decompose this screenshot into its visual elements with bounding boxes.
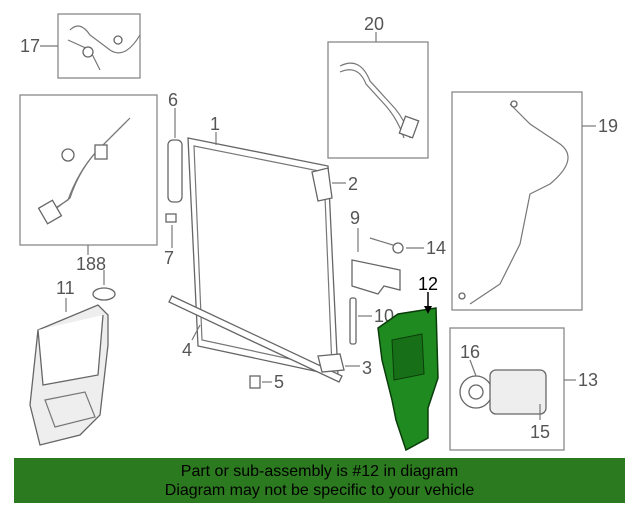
callout-16: 16 [460,342,480,362]
callout-7: 7 [164,248,174,268]
part-9-bracket [351,228,401,295]
callout-12: 12 [418,274,438,294]
callout-1: 1 [210,114,220,134]
callout-15: 15 [530,422,550,442]
callout-11: 11 [56,278,75,298]
part-11-air-guide [29,298,109,446]
part-17-hose [40,13,141,79]
part-18-hose [19,94,158,255]
callout-4: 4 [182,340,192,360]
part-12-air-guide-highlighted [377,292,439,452]
callout-18: 18 [76,254,96,274]
part-3-bracket [317,353,360,373]
callout-19: 19 [598,116,618,136]
callout-8: 8 [96,254,106,274]
callout-17: 17 [20,36,40,56]
parts-diagram: 17 18 8 11 6 7 1 [19,13,618,452]
callout-9: 9 [350,208,360,228]
part-10-seal [349,297,372,345]
callout-5: 5 [274,372,284,392]
banner-line-2: Diagram may not be specific to your vehi… [164,482,475,499]
callout-2: 2 [348,174,358,194]
callout-13: 13 [578,370,598,390]
callout-14: 14 [426,238,446,258]
part-4-seal [168,295,343,383]
part-20-hose [327,32,429,159]
part-8-clamp [92,270,116,301]
part-5-grommet [249,375,272,389]
callout-6: 6 [168,90,178,110]
info-banner: Part or sub-assembly is #12 in diagram D… [14,458,625,503]
part-2-bracket [311,167,346,202]
part-6-receiver-drier [165,108,183,248]
part-13-compressor [449,327,576,451]
banner-line-1: Part or sub-assembly is #12 in diagram [180,463,459,480]
callout-3: 3 [362,358,372,378]
part-19-pipe [451,91,596,311]
callout-20: 20 [364,14,384,34]
part-14-bolt [369,237,424,254]
